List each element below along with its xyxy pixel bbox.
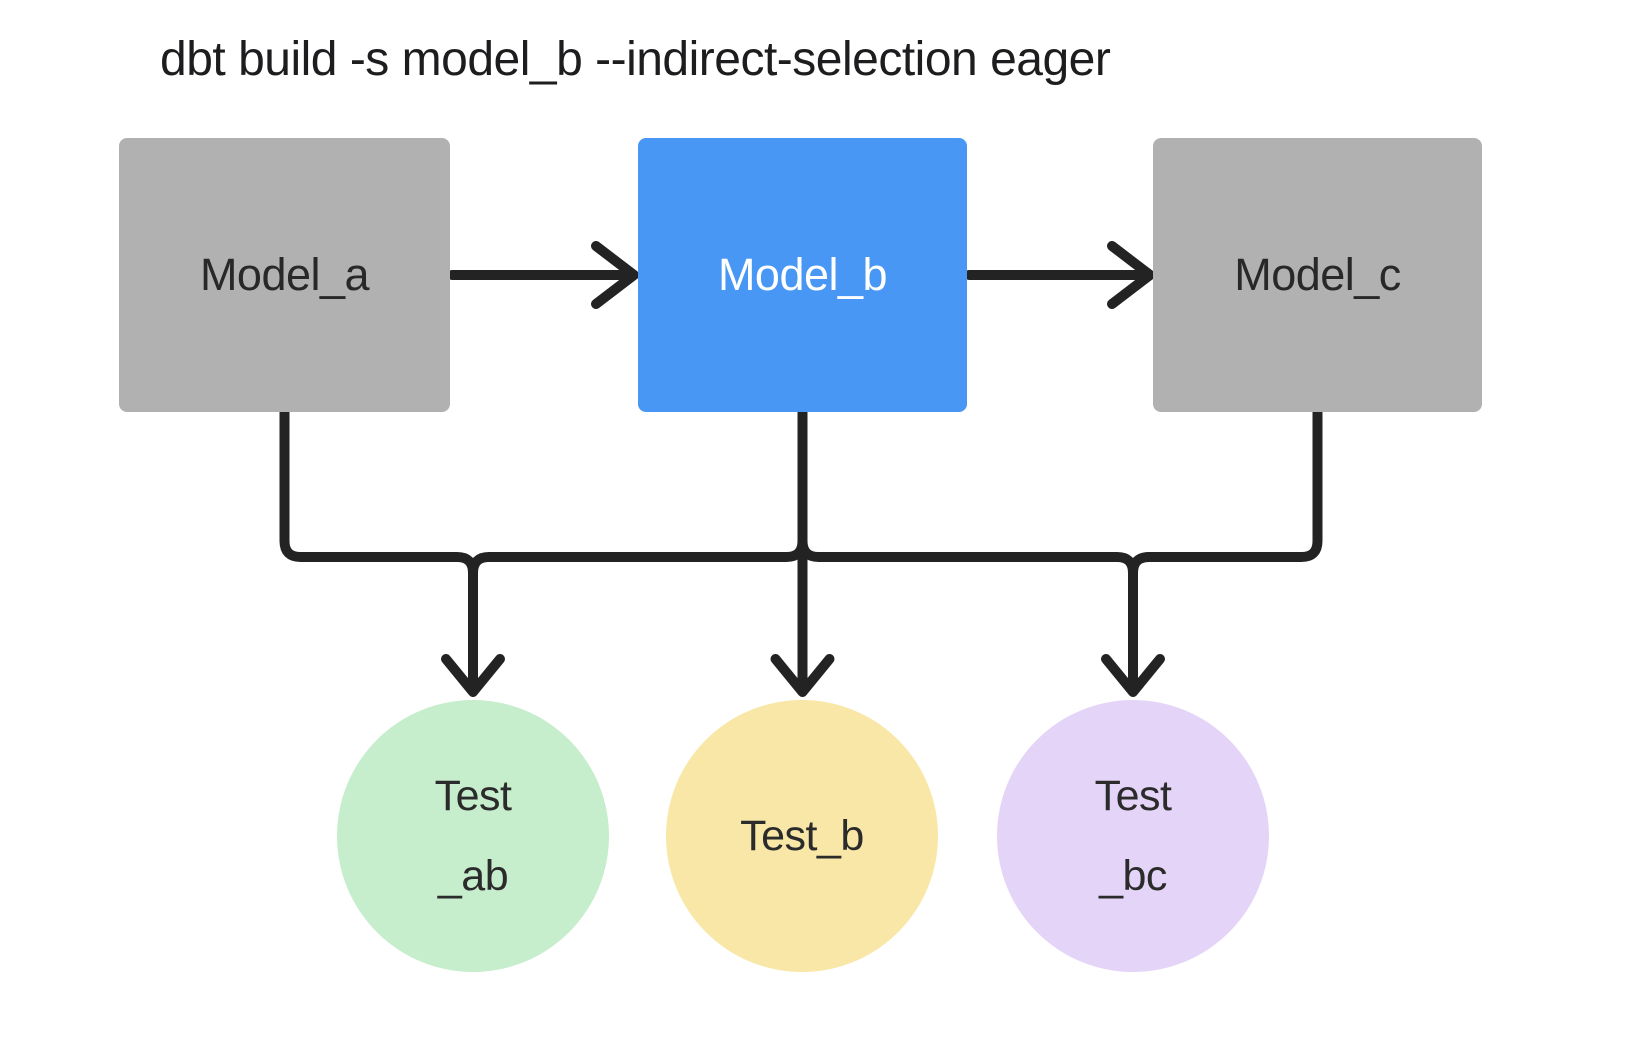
edge-model_b-test_ab (468, 407, 808, 693)
edge-test_bc-arrowhead-icon (1101, 654, 1165, 697)
node-model_b: Model_b (638, 138, 967, 412)
node-model_a-label: Model_a (199, 249, 370, 300)
edge-model_a-model_b-arrowhead-icon (591, 241, 639, 309)
edge-test_b-arrowhead-icon (770, 654, 835, 697)
node-model_c: Model_c (1153, 138, 1482, 412)
edge-group (279, 241, 1323, 697)
node-test_ab: Test _ab (337, 700, 609, 972)
node-test_ab-label-line2: _ab (437, 852, 509, 900)
node-model_a: Model_a (119, 138, 450, 412)
node-model_b-label: Model_b (717, 249, 888, 300)
node-test_bc-label-line1: Test (1094, 772, 1172, 820)
edge-model_b-model_c-arrowhead-icon (1107, 241, 1155, 309)
node-test_bc-label-line2: _bc (1099, 852, 1167, 900)
node-test_ab-label-line1: Test (434, 772, 512, 820)
node-test_bc: Test _bc (997, 700, 1269, 972)
edge-test_ab-arrowhead-icon (441, 654, 505, 697)
node-test_b: Test_b (666, 700, 938, 972)
node-test_b-label-line1: Test_b (740, 812, 864, 860)
node-model_c-label: Model_c (1234, 249, 1401, 300)
edge-model_c-test_bc (1128, 407, 1323, 693)
diagram-title: dbt build -s model_b --indirect-selectio… (160, 33, 1111, 86)
edge-model_b-test_bc (797, 407, 1138, 693)
edge-model_a-test_ab (279, 407, 478, 693)
